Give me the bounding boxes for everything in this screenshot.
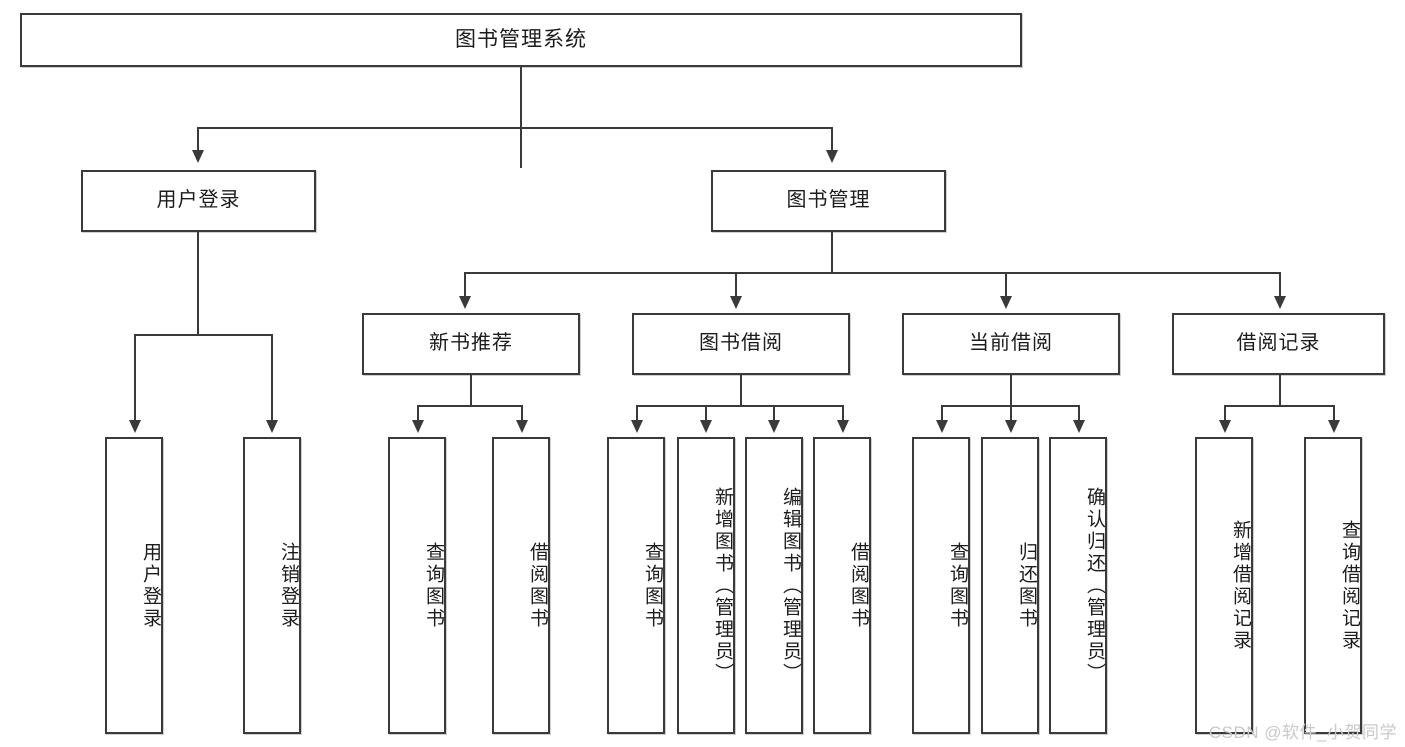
node-label: 图书管理	[786, 189, 871, 212]
connector-new-book-recommend-bus	[417, 405, 523, 407]
node-label: 查询图书	[947, 541, 968, 630]
leaf-bb-query-book[interactable]: 查询图书	[607, 437, 665, 734]
connector-root-to-user-login	[197, 127, 199, 152]
node-label: 借阅图书	[848, 541, 869, 630]
connector-book-management-stem	[831, 232, 833, 274]
leaf-user-login-logout[interactable]: 注销登录	[243, 437, 301, 734]
node-label: 图书管理系统	[455, 27, 587, 51]
connector-user-login-bus	[134, 334, 273, 336]
leaf-bb-edit-book-admin[interactable]: 编辑图书（管理员）	[745, 437, 803, 734]
arrowhead-nbr-to-leaf-2	[516, 420, 528, 433]
connector-to-current-borrow	[1005, 272, 1007, 298]
node-label: 新增借阅记录	[1230, 519, 1251, 652]
connector-bb-to-leaf-2	[705, 405, 707, 422]
connector-br-to-leaf-1	[1224, 405, 1226, 422]
node-label: 用户登录	[156, 189, 241, 212]
connector-user-login-to-leaf-2	[271, 334, 273, 422]
node-label: 新增图书（管理员）	[712, 486, 733, 685]
arrowhead-to-borrow-record	[1274, 296, 1286, 309]
node-label: 查询图书	[642, 541, 663, 630]
connector-nbr-to-leaf-2	[521, 405, 523, 422]
connector-current-borrow-stem	[1010, 375, 1012, 407]
node-new-book-recommend[interactable]: 新书推荐	[362, 313, 580, 375]
connector-book-borrow-stem	[740, 375, 742, 407]
node-current-borrow[interactable]: 当前借阅	[902, 313, 1120, 375]
connector-cb-to-leaf-2	[1010, 405, 1012, 422]
arrowhead-bb-to-leaf-3	[768, 420, 780, 433]
node-label: 新书推荐	[429, 332, 513, 355]
connector-to-new-book-recommend	[464, 272, 466, 298]
leaf-nbr-query-book[interactable]: 查询图书	[388, 437, 446, 734]
connector-cb-to-leaf-3	[1078, 405, 1080, 422]
arrowhead-bb-to-leaf-4	[837, 420, 849, 433]
arrowhead-cb-to-leaf-3	[1073, 420, 1085, 433]
arrowhead-user-login-to-leaf-2	[266, 420, 278, 433]
arrowhead-to-book-borrow	[730, 296, 742, 309]
connector-nbr-to-leaf-1	[417, 405, 419, 422]
arrowhead-bb-to-leaf-2	[700, 420, 712, 433]
leaf-cb-confirm-return-admin[interactable]: 确认归还（管理员）	[1049, 437, 1107, 734]
leaf-bb-borrow-book[interactable]: 借阅图书	[813, 437, 871, 734]
connector-borrow-record-stem	[1279, 375, 1281, 407]
node-label: 图书借阅	[699, 332, 783, 355]
arrowhead-root-to-book-management	[826, 150, 838, 163]
connector-borrow-record-bus	[1224, 405, 1335, 407]
arrowhead-to-current-borrow	[1000, 296, 1012, 309]
connector-bb-to-leaf-1	[636, 405, 638, 422]
leaf-bb-add-book-admin[interactable]: 新增图书（管理员）	[677, 437, 735, 734]
connector-level3-bus	[464, 272, 1280, 274]
connector-to-borrow-record	[1279, 272, 1281, 298]
arrowhead-bb-to-leaf-1	[631, 420, 643, 433]
connector-root-to-book-management	[831, 127, 833, 152]
leaf-nbr-borrow-book[interactable]: 借阅图书	[492, 437, 550, 734]
node-user-login[interactable]: 用户登录	[81, 170, 316, 232]
node-book-management[interactable]: 图书管理	[711, 170, 946, 232]
connector-user-login-stem	[197, 232, 199, 336]
leaf-cb-return-book[interactable]: 归还图书	[981, 437, 1039, 734]
connector-new-book-recommend-stem	[470, 375, 472, 407]
node-label: 用户登录	[140, 541, 161, 630]
node-book-borrow[interactable]: 图书借阅	[632, 313, 850, 375]
connector-user-login-to-leaf-1	[134, 334, 136, 422]
node-label: 查询借阅记录	[1339, 519, 1360, 652]
arrowhead-cb-to-leaf-1	[936, 420, 948, 433]
arrowhead-cb-to-leaf-2	[1005, 420, 1017, 433]
node-label: 确认归还（管理员）	[1084, 486, 1105, 685]
leaf-user-login-login[interactable]: 用户登录	[105, 437, 163, 734]
connector-cb-to-leaf-1	[941, 405, 943, 422]
arrowhead-user-login-to-leaf-1	[129, 420, 141, 433]
node-label: 当前借阅	[969, 332, 1053, 355]
arrowhead-root-to-user-login	[192, 150, 204, 163]
node-label: 借阅记录	[1236, 332, 1321, 355]
node-label: 借阅图书	[527, 541, 548, 630]
node-label: 归还图书	[1016, 541, 1037, 630]
leaf-cb-query-book[interactable]: 查询图书	[912, 437, 970, 734]
leaf-br-query-record[interactable]: 查询借阅记录	[1304, 437, 1362, 734]
connector-root-bus	[197, 127, 833, 129]
connector-bb-to-leaf-3	[773, 405, 775, 422]
arrowhead-br-to-leaf-1	[1219, 420, 1231, 433]
node-label: 编辑图书（管理员）	[780, 486, 801, 685]
node-borrow-record[interactable]: 借阅记录	[1172, 313, 1385, 375]
arrowhead-to-new-book-recommend	[459, 296, 471, 309]
connector-root-stem	[520, 67, 522, 168]
connector-book-borrow-bus	[636, 405, 844, 407]
node-label: 查询图书	[423, 541, 444, 630]
connector-to-book-borrow	[735, 272, 737, 298]
connector-br-to-leaf-2	[1333, 405, 1335, 422]
csdn-watermark: CSDN @软件_小贺同学	[1208, 723, 1397, 742]
node-root-book-management-system[interactable]: 图书管理系统	[20, 13, 1022, 67]
arrowhead-br-to-leaf-2	[1328, 420, 1340, 433]
leaf-br-add-record[interactable]: 新增借阅记录	[1195, 437, 1253, 734]
connector-bb-to-leaf-4	[842, 405, 844, 422]
node-label: 注销登录	[278, 541, 299, 630]
arrowhead-nbr-to-leaf-1	[412, 420, 424, 433]
